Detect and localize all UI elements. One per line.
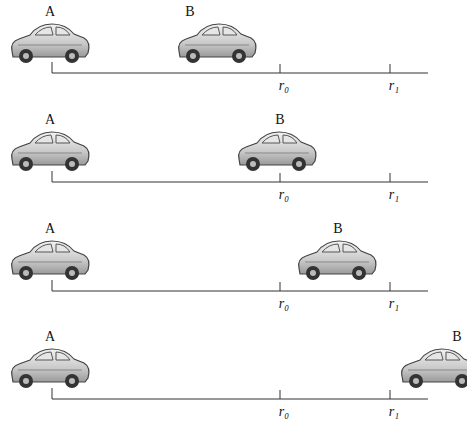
car-row-3 (12, 241, 428, 291)
car-label: B (452, 329, 461, 345)
position-label: r₁ (389, 404, 399, 420)
car-row-2 (12, 132, 428, 182)
position-label: r₀ (279, 296, 289, 312)
car-row-4 (12, 349, 467, 399)
car-label: A (45, 4, 55, 20)
car-row-1 (12, 24, 428, 73)
position-label: r₁ (389, 296, 399, 312)
car-label: B (185, 4, 194, 20)
car-label: B (275, 112, 284, 128)
position-label: r₀ (279, 404, 289, 420)
car-label: A (45, 329, 55, 345)
position-label: r₁ (389, 78, 399, 94)
car-label: A (45, 112, 55, 128)
position-label: r₀ (279, 187, 289, 203)
position-label: r₁ (389, 187, 399, 203)
position-label: r₀ (279, 78, 289, 94)
car-label: A (45, 221, 55, 237)
car-label: B (333, 221, 342, 237)
